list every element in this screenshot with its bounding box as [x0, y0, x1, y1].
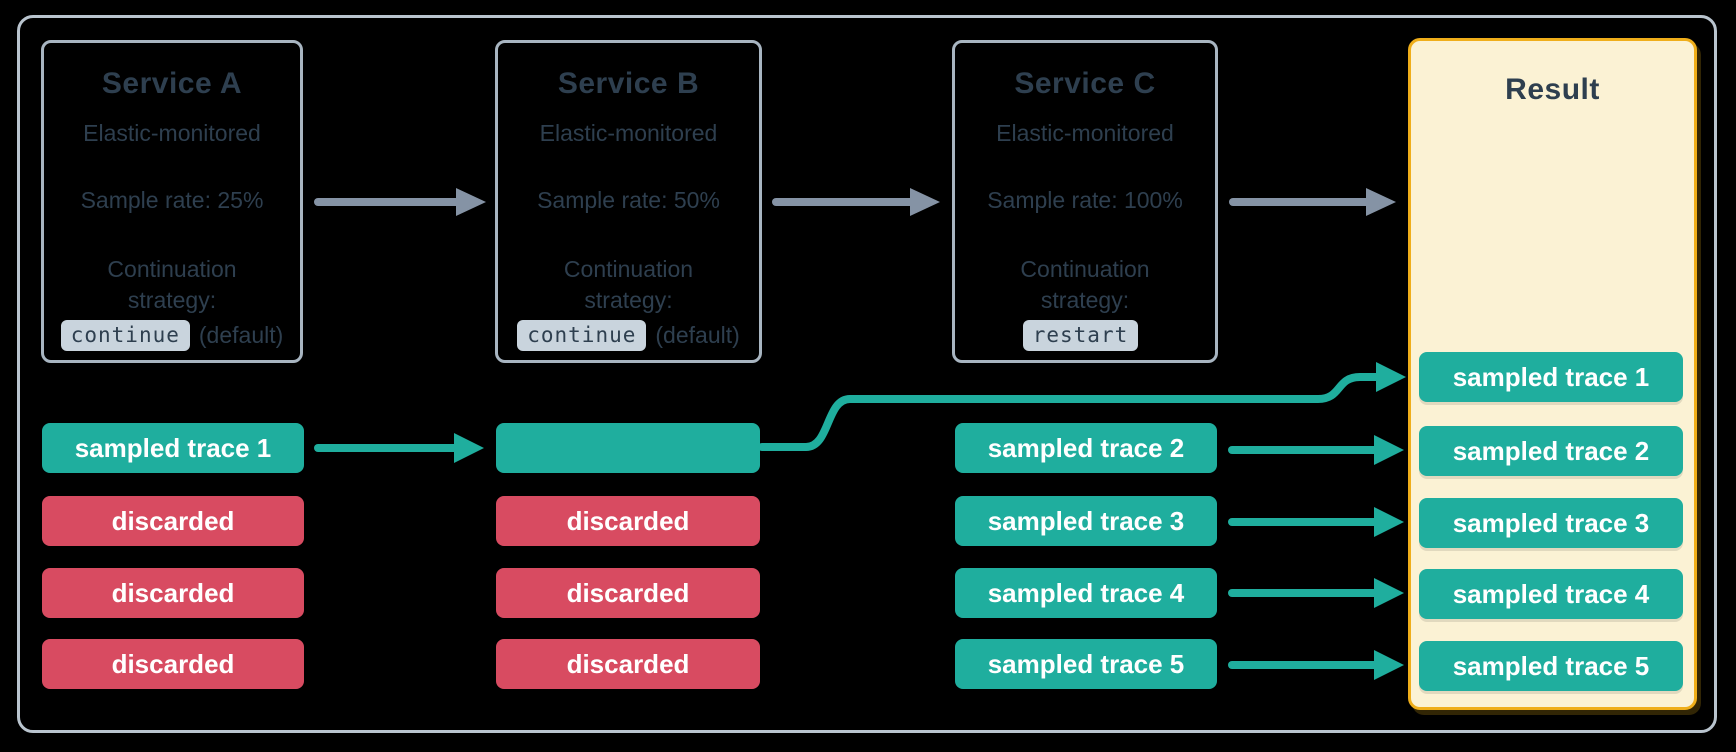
result-trace-2: sampled trace 2: [1419, 426, 1683, 476]
service-a-box: Service A Elastic-monitored Sample rate:…: [41, 40, 303, 363]
service-c-sample-rate: Sample rate: 100%: [987, 187, 1183, 213]
service-c-strategy-chip: restart: [1022, 320, 1139, 352]
service-a-sample-rate: Sample rate: 25%: [80, 187, 264, 213]
service-c-sampled-trace-4: sampled trace 4: [955, 568, 1217, 618]
service-c-strategy-label: Continuation strategy:: [1020, 256, 1150, 313]
service-a-discarded-2: discarded: [42, 568, 304, 618]
result-trace-5: sampled trace 5: [1419, 641, 1683, 691]
result-title: Result: [1505, 73, 1600, 106]
service-b-subtitle: Elastic-monitored: [539, 120, 718, 146]
service-c-title: Service C: [1014, 67, 1156, 100]
service-a-discarded-3: discarded: [42, 639, 304, 689]
service-b-box: Service B Elastic-monitored Sample rate:…: [495, 40, 762, 363]
outer-frame: [17, 15, 1717, 733]
service-a-strategy-row: continue (default): [60, 320, 284, 352]
service-a-strategy-label: Continuation strategy:: [107, 256, 237, 313]
service-b-strategy-suffix: (default): [655, 322, 740, 349]
result-box: Result sampled trace 1 sampled trace 2 s…: [1408, 38, 1697, 710]
service-a-strategy-chip: continue: [60, 320, 190, 352]
service-b-title: Service B: [557, 67, 700, 100]
service-c-sampled-trace-5: sampled trace 5: [955, 639, 1217, 689]
service-b-sample-rate: Sample rate: 50%: [537, 187, 720, 213]
service-c-subtitle: Elastic-monitored: [996, 120, 1174, 146]
service-c-sampled-trace-2: sampled trace 2: [955, 423, 1217, 473]
result-trace-3: sampled trace 3: [1419, 498, 1683, 548]
service-b-strategy-chip: continue: [517, 320, 647, 352]
service-b-discarded-1: discarded: [496, 496, 760, 546]
result-trace-1: sampled trace 1: [1419, 352, 1683, 402]
service-b-strategy-label: Continuation strategy:: [563, 256, 694, 313]
service-b-sampled-trace-unlabeled: [496, 423, 760, 473]
service-a-sampled-trace: sampled trace 1: [42, 423, 304, 473]
service-c-strategy-row: restart: [1022, 320, 1148, 352]
service-c-sampled-trace-3: sampled trace 3: [955, 496, 1217, 546]
service-a-strategy-suffix: (default): [198, 322, 284, 349]
service-a-discarded-1: discarded: [42, 496, 304, 546]
service-b-discarded-3: discarded: [496, 639, 760, 689]
service-b-discarded-2: discarded: [496, 568, 760, 618]
service-a-subtitle: Elastic-monitored: [83, 120, 261, 146]
result-trace-4: sampled trace 4: [1419, 569, 1683, 619]
service-a-title: Service A: [101, 67, 243, 100]
service-b-strategy-row: continue (default): [517, 320, 740, 352]
service-c-box: Service C Elastic-monitored Sample rate:…: [952, 40, 1218, 363]
